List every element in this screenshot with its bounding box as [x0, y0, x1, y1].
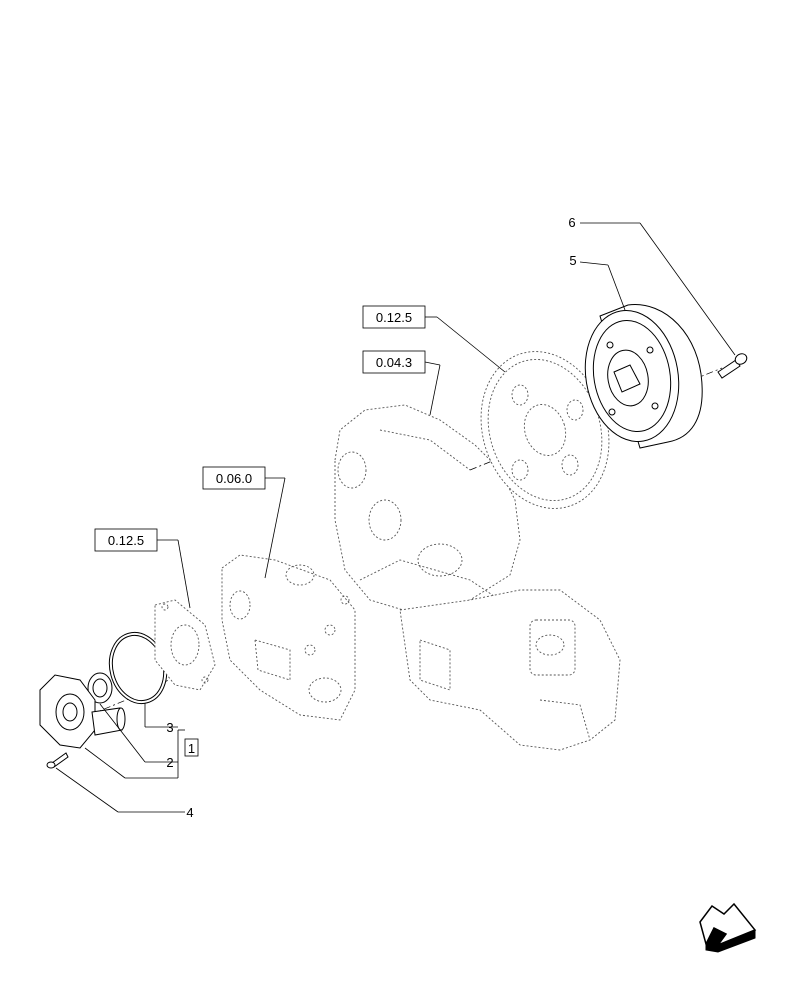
part-4-screw — [46, 752, 69, 769]
callout-2: 2 — [166, 755, 173, 770]
part-2-seal — [87, 672, 113, 704]
reference-label: 0.04.3 — [376, 355, 412, 370]
reference-box-0-04-3 — [362, 350, 426, 374]
callout-3: 3 — [166, 720, 173, 735]
callout-1-box — [184, 738, 199, 757]
callout-1: 1 — [188, 741, 195, 756]
callout-6: 6 — [568, 215, 575, 230]
part-5-pulley — [584, 304, 703, 449]
reference-box-0-06-0 — [202, 466, 266, 490]
rear-cover-ghost — [154, 599, 216, 691]
part-3-gasket — [108, 631, 168, 705]
reference-label: 0.12.5 — [108, 533, 144, 548]
reference-label: 0.12.5 — [376, 310, 412, 325]
next-page-arrow-icon[interactable] — [699, 902, 757, 953]
engine-block-ghost — [221, 404, 621, 751]
reference-label: 0.06.0 — [216, 471, 252, 486]
reference-box-0-12-5-top — [362, 305, 426, 329]
callout-5: 5 — [569, 253, 576, 268]
part-1-housing — [39, 674, 126, 749]
callout-4: 4 — [186, 805, 193, 820]
reference-box-0-12-5-lower — [94, 528, 158, 552]
part-6-bolt — [717, 353, 748, 379]
